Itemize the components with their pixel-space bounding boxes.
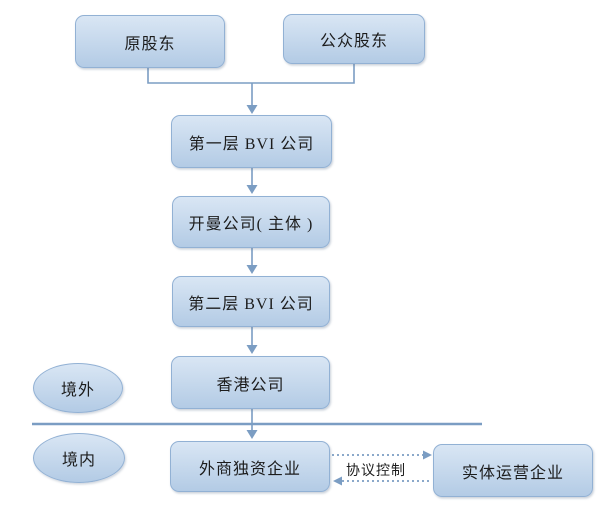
arrowhead-to-cayman (246, 185, 258, 194)
node-bvi-layer1: 第一层 BVI 公司 (171, 115, 332, 168)
arrowhead-to-bvi1 (246, 105, 258, 114)
arrowhead-to-wfoe (246, 430, 258, 439)
node-cayman-company: 开曼公司( 主体 ) (172, 196, 330, 248)
arrowhead-left-vie (333, 476, 342, 486)
node-hongkong-company: 香港公司 (171, 356, 330, 409)
arrowhead-to-hongkong (246, 345, 258, 354)
node-original-shareholders: 原股东 (75, 15, 225, 68)
node-bvi-layer2: 第二层 BVI 公司 (172, 276, 330, 327)
node-wfoe: 外商独资企业 (170, 441, 330, 492)
node-public-shareholders: 公众股东 (283, 14, 425, 64)
region-onshore-ellipse: 境内 (33, 433, 125, 483)
connector-shareholders-merge (147, 63, 355, 84)
vie-control-label: 协议控制 (346, 464, 406, 479)
arrowhead-to-bvi2 (246, 265, 258, 274)
region-offshore-ellipse: 境外 (33, 363, 123, 413)
node-operating-entity: 实体运营企业 (433, 444, 593, 497)
arrowhead-right-vie (423, 450, 432, 460)
